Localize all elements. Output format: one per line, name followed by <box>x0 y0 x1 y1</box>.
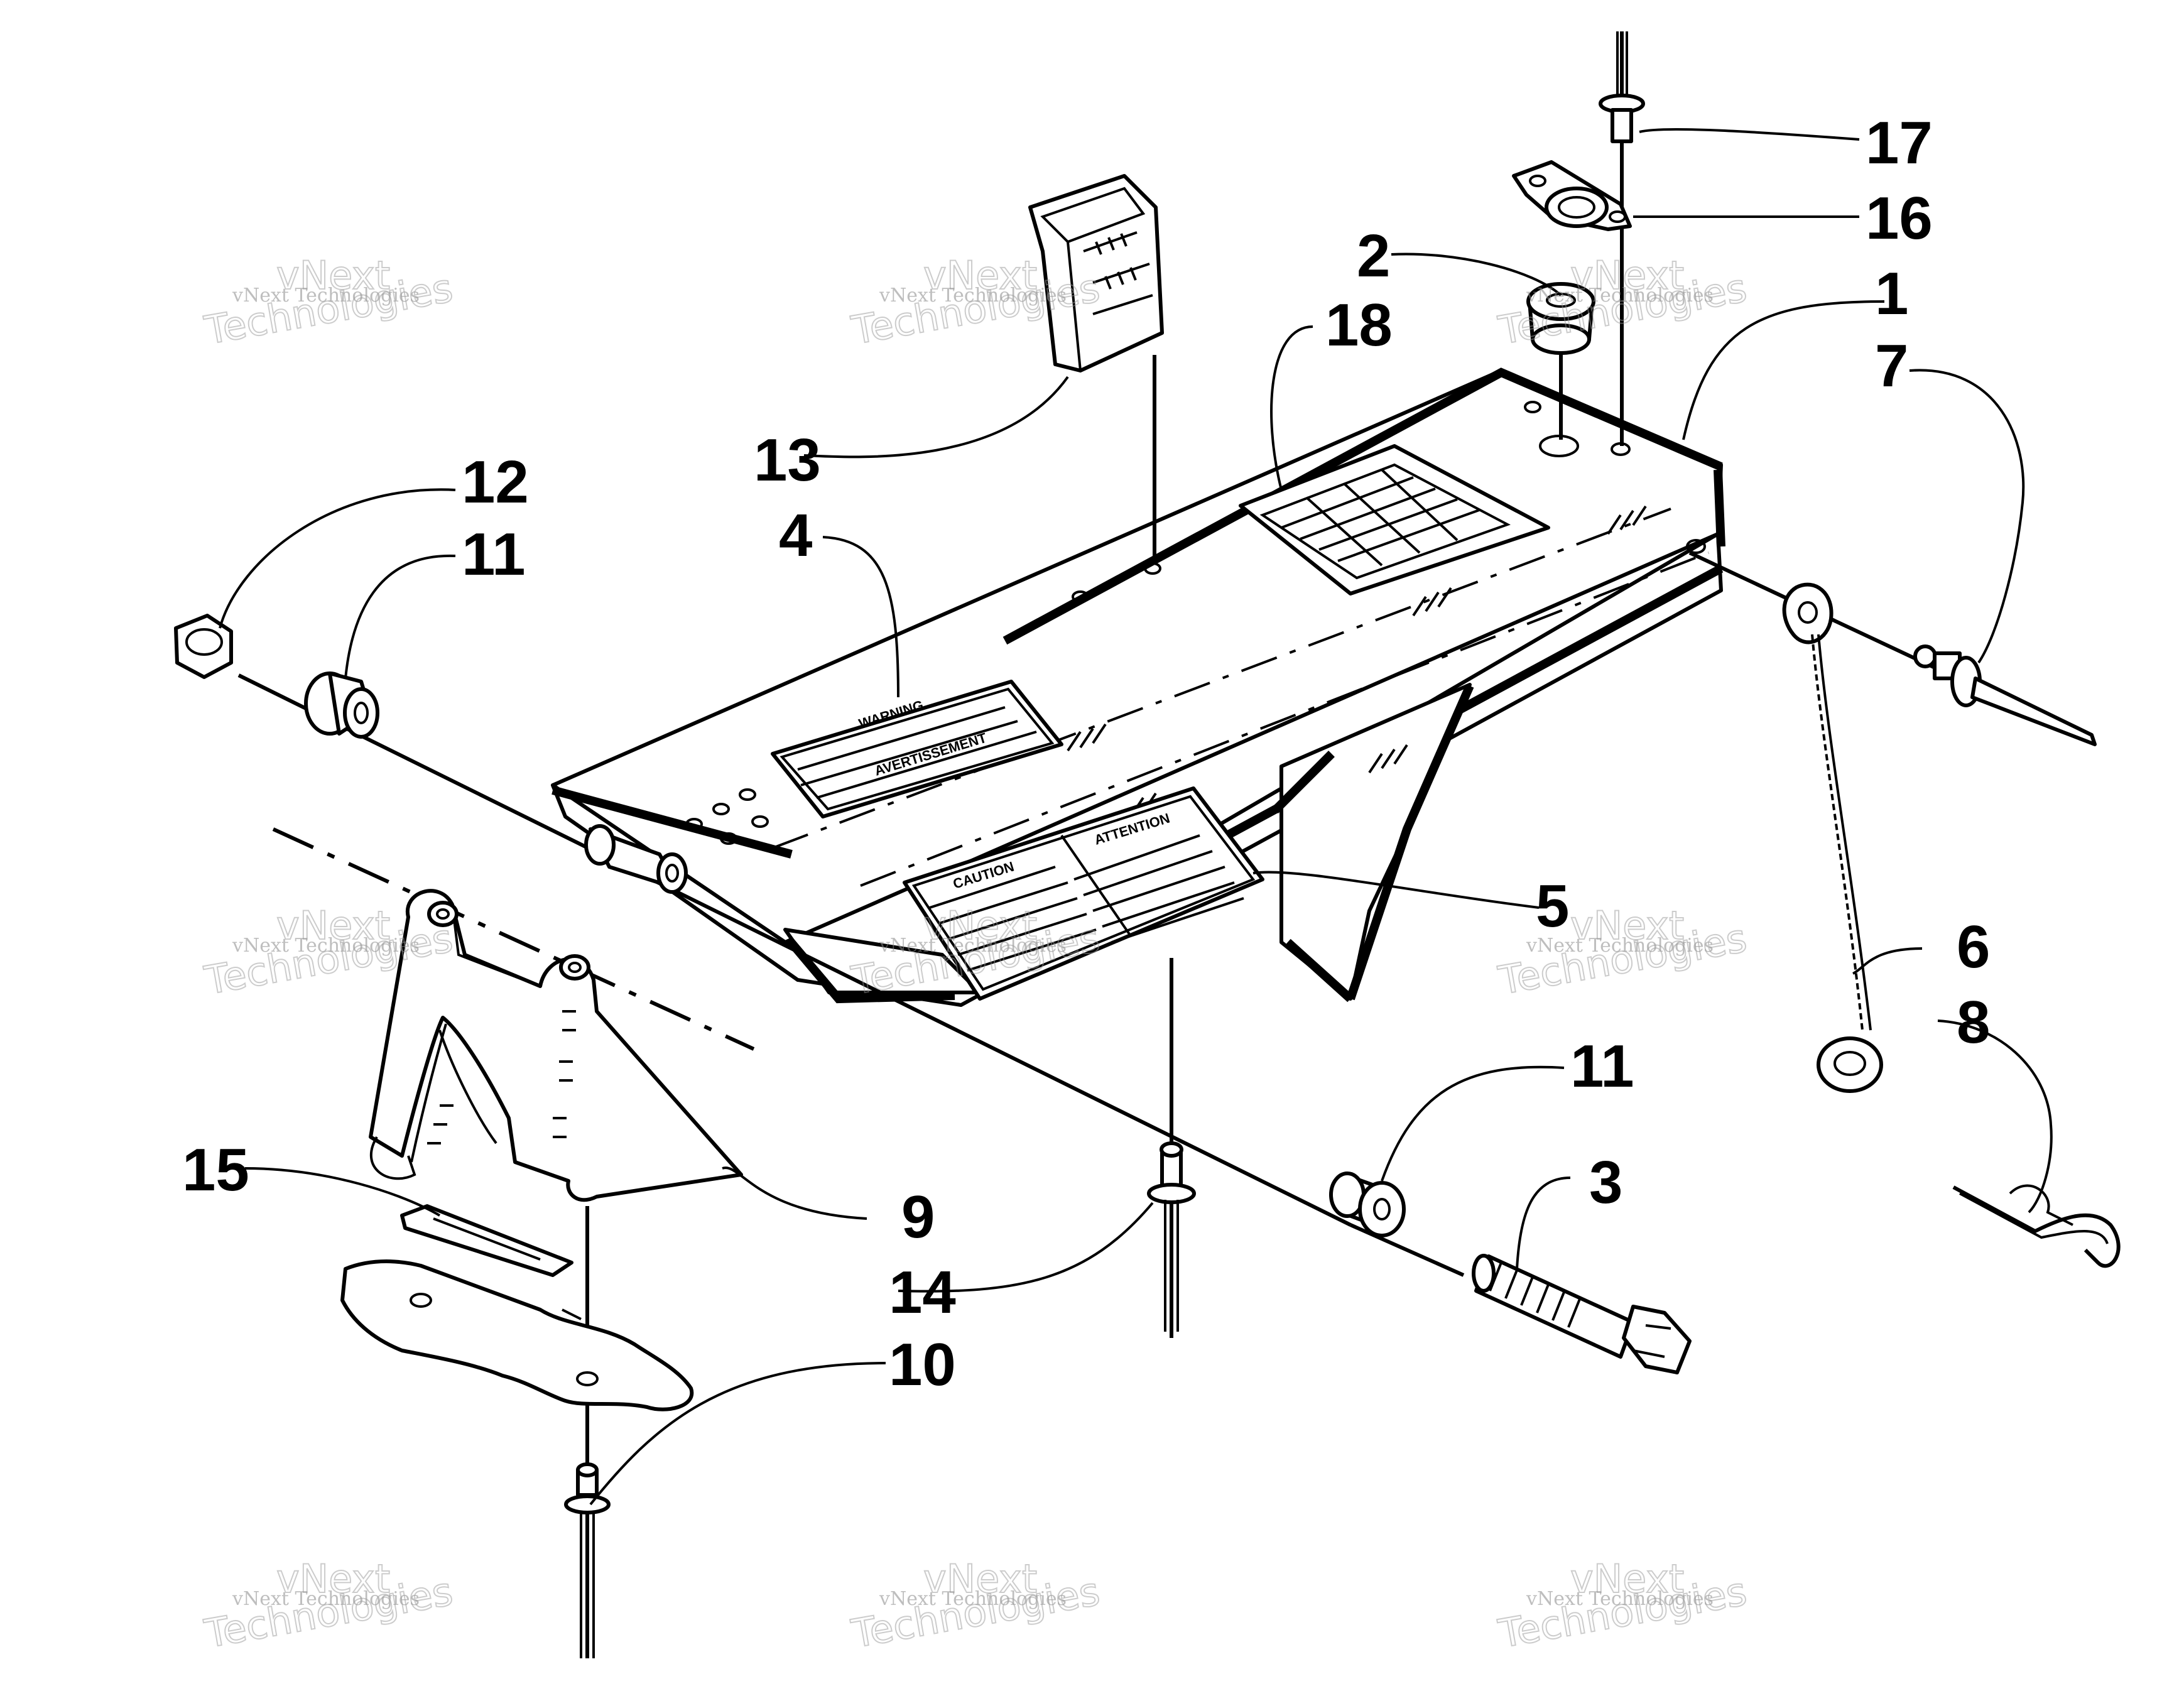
part-8-hairpin-clip <box>1952 1184 2121 1268</box>
callout-14: 14 <box>889 1259 956 1326</box>
callout-9: 9 <box>901 1183 935 1251</box>
callout-7: 7 <box>1875 332 1908 400</box>
callout-13: 13 <box>754 427 821 494</box>
watermark-text: vNext Technologies <box>232 1588 420 1610</box>
watermark-1: vNext vNext Technologies Technologies <box>200 252 457 354</box>
callout-16: 16 <box>1866 185 1933 252</box>
callout-6: 6 <box>1957 913 1990 981</box>
decal-chart <box>1239 444 1550 595</box>
callout-11-bottom: 11 <box>1570 1033 1634 1100</box>
callout-3: 3 <box>1589 1149 1622 1216</box>
watermark-text: vNext Technologies <box>1526 1588 1714 1610</box>
callout-11-top: 11 <box>462 521 525 588</box>
bolt-axis <box>1349 1223 1465 1277</box>
callout-1: 1 <box>1875 260 1908 327</box>
leader-lines <box>219 128 2053 1506</box>
part-11-bushing-right <box>1329 1171 1406 1237</box>
callout-numbers: 17 16 2 1 7 18 13 12 11 4 5 6 8 11 3 15 … <box>182 109 1990 1398</box>
callout-15: 15 <box>182 1136 249 1204</box>
watermark-text: vNext Technologies <box>879 1588 1067 1610</box>
part-13-clip <box>1028 174 1164 372</box>
watermark-mark: vNext <box>1570 253 1684 298</box>
watermark-text: vNext Technologies <box>879 285 1067 307</box>
watermark-6: vNext vNext Technologies Technologies <box>1494 902 1751 1004</box>
stand-axis <box>272 827 755 1051</box>
watermark-mark: vNext <box>276 253 390 298</box>
callout-2: 2 <box>1357 222 1390 290</box>
watermark-mark: vNext <box>1570 1556 1684 1602</box>
watermark-text: vNext Technologies <box>879 935 1067 957</box>
part-6-lanyard <box>1782 582 1883 1093</box>
watermark-7: vNext vNext Technologies Technologies <box>200 1555 457 1658</box>
callout-4: 4 <box>779 502 812 569</box>
part-12-nut <box>174 614 233 679</box>
decal-caution-attention: CAUTION ATTENTION <box>903 786 1264 1001</box>
watermark-mark: vNext <box>1570 903 1684 949</box>
part-7-pin <box>1913 644 2097 746</box>
body-mount-holes <box>685 401 1706 845</box>
part-17-rivet <box>1599 31 1645 143</box>
part-15-plate <box>400 1204 573 1277</box>
watermark-text: vNext Technologies <box>232 935 420 957</box>
decal-warning: WARNING AVERTISSEMENT <box>771 680 1063 818</box>
part-11-bushing-left <box>304 671 379 739</box>
part-16-bracket <box>1512 160 1632 231</box>
watermark-mark: vNext <box>923 253 1037 298</box>
body-leg-right <box>1279 683 1472 1001</box>
part-14-rivet <box>1147 1141 1196 1332</box>
callout-18: 18 <box>1325 291 1393 359</box>
callout-17: 17 <box>1866 109 1933 177</box>
watermark-text: vNext Technologies <box>1526 285 1714 307</box>
callout-5: 5 <box>1536 872 1569 940</box>
callout-10: 10 <box>889 1331 956 1398</box>
watermark-text: vNext Technologies <box>232 285 420 307</box>
watermark-mark: vNext <box>276 1556 390 1602</box>
callout-12: 12 <box>462 448 529 516</box>
watermark-mark: vNext <box>923 1556 1037 1602</box>
callout-8: 8 <box>1957 989 1990 1056</box>
part-3-bolt <box>1472 1254 1692 1374</box>
main-shaft-axis <box>237 673 1352 1227</box>
part-spacer-sleeve <box>584 824 688 894</box>
floor-fragment <box>340 1259 694 1411</box>
part-9-stand <box>369 889 743 1202</box>
watermark-text: vNext Technologies <box>1526 935 1714 957</box>
watermark-9: vNext vNext Technologies Technologies <box>1494 1555 1751 1658</box>
part-2-grommet <box>1526 282 1595 355</box>
watermark-mark: vNext <box>276 903 390 949</box>
watermark-mark: vNext <box>923 903 1037 949</box>
watermark-8: vNext vNext Technologies Technologies <box>847 1555 1104 1658</box>
